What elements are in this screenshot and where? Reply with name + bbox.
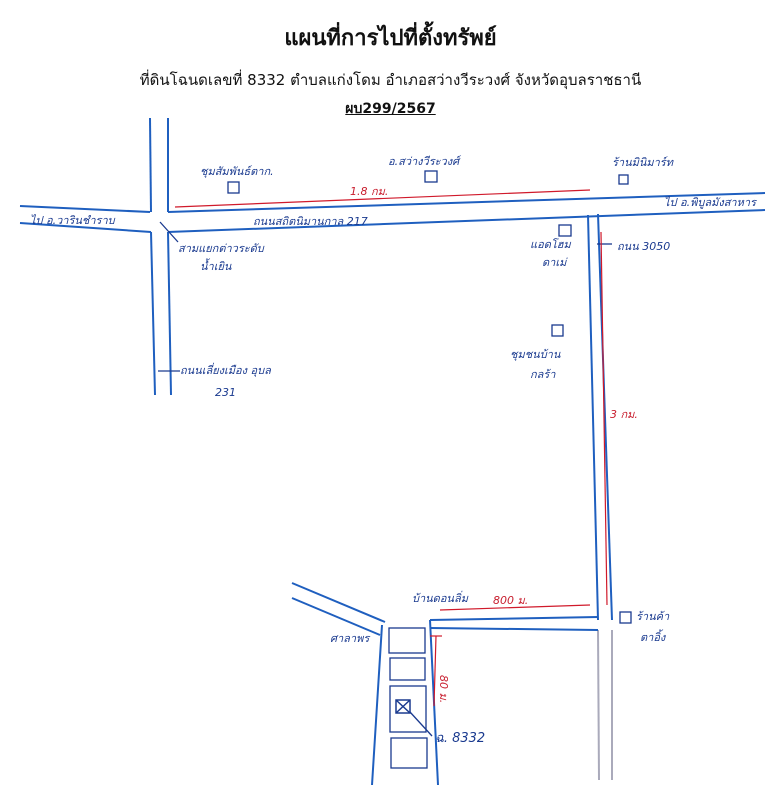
label-hotel-2: ดาเม่	[542, 256, 568, 269]
label-village-hall: ชุมสัมพันธ์ตาก.	[200, 165, 274, 178]
parcel-lane-left	[371, 624, 383, 786]
distance-bottom-line	[439, 604, 591, 611]
diagonal-road-bottom	[291, 597, 381, 636]
label-shop-bottom-1: ร้านค้า	[636, 610, 670, 623]
highway-bottom-edge	[167, 209, 766, 233]
diagonal-road-top	[291, 582, 386, 623]
landmark-village-hall	[227, 181, 240, 194]
label-parcel: ฉ. 8332	[435, 731, 485, 746]
west-road-a	[19, 205, 151, 213]
left-road-bottom-a	[150, 231, 156, 396]
landmark-district-office	[424, 170, 438, 183]
landmark-hotel	[558, 224, 572, 237]
distance-bottom-label: 800 ม.	[493, 594, 528, 607]
intersection-leader	[159, 221, 179, 243]
target-parcel-marker	[395, 699, 411, 714]
label-road-3050: ถนน 3050	[617, 240, 670, 253]
road-3050-left-tail	[597, 629, 600, 781]
case-code: ผบ299/2567	[345, 101, 436, 117]
label-shop-top: ร้านมินิมาร์ท	[612, 156, 674, 169]
parcel-plot-1	[388, 627, 426, 654]
label-intersection-1: สามแยกต่าวระดับ	[178, 242, 265, 255]
bottom-road-top	[429, 616, 599, 621]
label-highway-217: ถนนสถิตนิมานกาล 217	[253, 215, 368, 228]
label-village: บ้านดอนลิ่ม	[412, 590, 469, 605]
distance-parcel-line	[433, 635, 437, 707]
landmark-shop-bottom	[619, 611, 632, 624]
label-to-phibun: ไป อ.พิบูลมังสาหาร	[664, 196, 758, 209]
left-road-bottom-b	[167, 231, 172, 396]
parcel-leader	[409, 711, 433, 737]
road-3050-right	[597, 213, 613, 621]
west-road-b	[19, 222, 152, 233]
label-road-231-1: ถนนเลี่ยงเมือง อุบล	[180, 362, 272, 377]
landmark-shop-top	[618, 174, 629, 185]
parcel-plot-4	[390, 737, 428, 769]
distance-parcel-label: 80 ม.	[437, 675, 450, 703]
distance-top-line	[174, 189, 591, 208]
label-road-231-2: 231	[215, 386, 236, 399]
label-district-office: อ.สว่างวีระวงศ์	[388, 155, 462, 168]
distance-top-label: 1.8 กม.	[350, 185, 388, 198]
distance-right-label: 3 กม.	[610, 408, 638, 421]
landmark-community	[551, 324, 564, 337]
label-to-warin: ไป อ.วารินชำราบ	[30, 214, 116, 227]
label-community-2: กลร้า	[530, 368, 556, 381]
label-intersection-2: น้ำเยิน	[200, 258, 232, 273]
distance-right-line	[600, 231, 608, 606]
label-temple: ศาลาพร	[330, 632, 371, 645]
map-title: แผนที่การไปที่ตั้งทรัพย์	[284, 26, 497, 51]
map-subtitle: ที่ดินโฉนดเลขที่ 8332 ตำบลแก่งโดม อำเภอส…	[139, 71, 642, 89]
label-community-1: ชุมชนบ้าน	[510, 348, 561, 361]
target-parcel-cross-2	[395, 699, 411, 714]
bottom-road-bottom	[429, 627, 599, 631]
parcel-plot-2	[389, 657, 426, 681]
left-road-top-a	[149, 117, 152, 213]
road-3050-left	[587, 214, 599, 621]
label-hotel-1: แอดโฮม	[530, 238, 571, 251]
label-shop-bottom-2: ตาอิ้ง	[640, 629, 667, 644]
highway-top-edge	[167, 192, 766, 213]
